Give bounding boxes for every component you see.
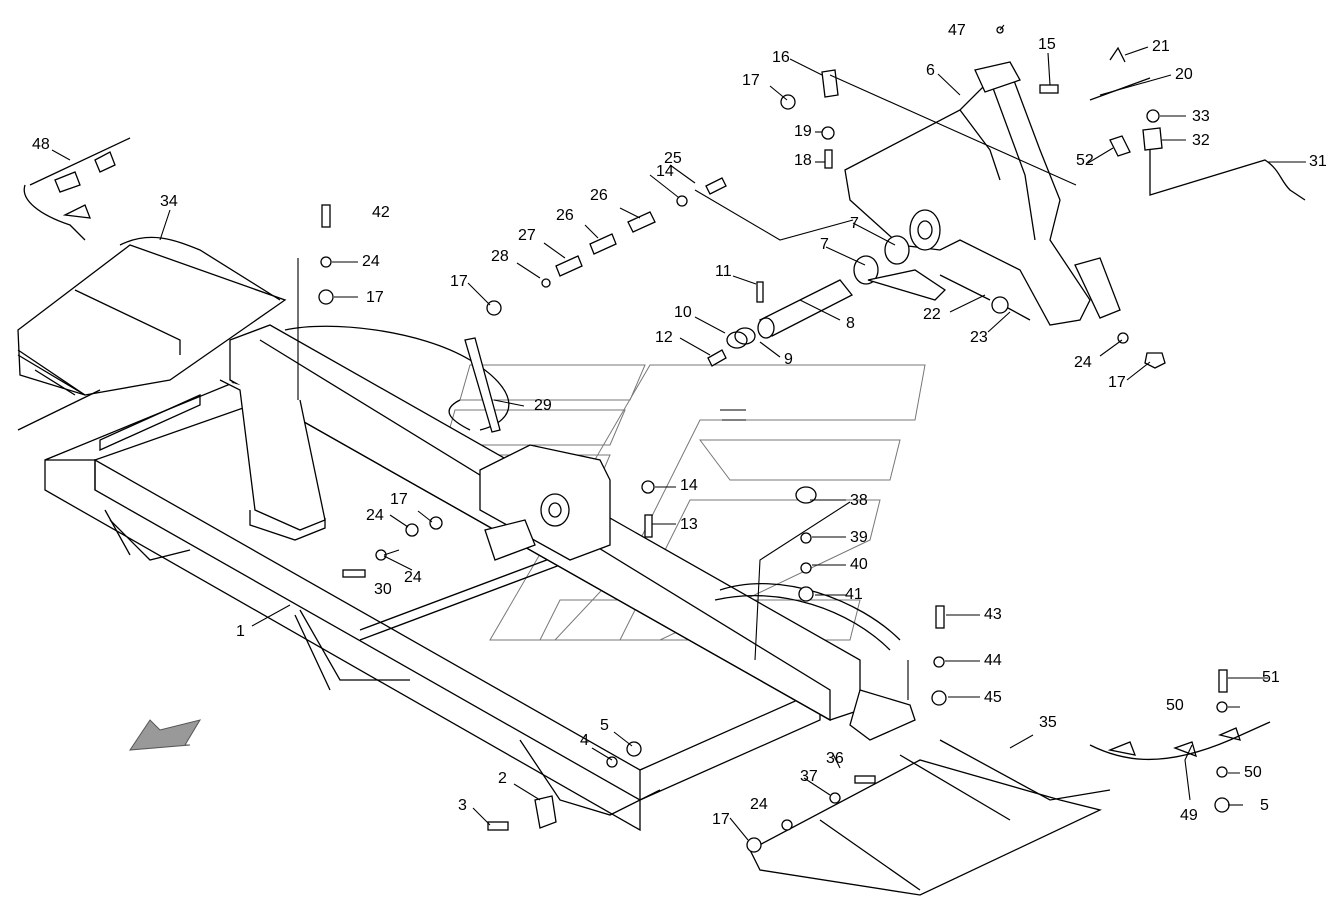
callout-1: 1	[236, 623, 245, 640]
callout-17d: 17	[390, 491, 408, 508]
callout-32: 32	[1192, 132, 1210, 149]
callout-5b: 5	[1260, 797, 1269, 814]
callout-16: 16	[772, 49, 790, 66]
callout-24a: 24	[362, 253, 380, 270]
callout-45: 45	[984, 689, 1002, 706]
callout-41: 41	[845, 586, 863, 603]
callout-17a: 17	[742, 72, 760, 89]
left-shield	[17, 137, 287, 431]
callout-38: 38	[850, 492, 868, 509]
callout-28: 28	[491, 248, 509, 265]
callout-33: 33	[1192, 108, 1210, 125]
callout-17b: 17	[450, 273, 468, 290]
callout-31: 31	[1309, 153, 1327, 170]
callout-6: 6	[926, 62, 935, 79]
callout-14b: 14	[680, 477, 698, 494]
callout-42: 42	[372, 204, 390, 221]
callout-27: 27	[518, 227, 536, 244]
callout-26b: 26	[556, 207, 574, 224]
callout-29: 29	[534, 397, 552, 414]
callout-19: 19	[794, 123, 812, 140]
leader-lines	[51, 24, 1306, 841]
callout-3: 3	[458, 797, 467, 814]
callout-36: 36	[826, 750, 844, 767]
callout-20: 20	[1175, 66, 1193, 83]
callout-50b: 50	[1244, 764, 1262, 781]
callout-24b: 24	[366, 507, 384, 524]
callout-23: 23	[970, 329, 988, 346]
bracket-parts	[486, 177, 727, 316]
callout-7b: 7	[820, 236, 829, 253]
callout-48: 48	[32, 136, 50, 153]
callout-18: 18	[794, 152, 812, 169]
callout-21: 21	[1152, 38, 1170, 55]
shaft-assembly	[707, 235, 1031, 367]
callout-11: 11	[715, 263, 732, 280]
fasteners	[318, 26, 1230, 853]
callout-8: 8	[846, 315, 855, 332]
callout-9: 9	[784, 351, 793, 368]
callout-7a: 7	[850, 215, 859, 232]
callout-10: 10	[674, 304, 692, 321]
callout-12: 12	[655, 329, 673, 346]
headstock-arm	[844, 61, 1121, 326]
callout-49: 49	[1180, 807, 1198, 824]
callout-13: 13	[680, 516, 698, 533]
callout-17c: 17	[366, 289, 384, 306]
callout-44: 44	[984, 652, 1002, 669]
callout-15: 15	[1038, 36, 1056, 53]
callout-24e: 24	[750, 796, 768, 813]
callout-5: 5	[600, 717, 609, 734]
callout-2: 2	[498, 770, 507, 787]
callout-47: 47	[948, 22, 966, 39]
callout-4: 4	[580, 732, 589, 749]
main-frame	[44, 324, 916, 832]
callout-24d: 24	[1074, 354, 1092, 371]
right-shield	[749, 721, 1271, 896]
callout-25: 25	[664, 150, 682, 167]
callout-24c: 24	[404, 569, 422, 586]
callout-52: 52	[1076, 152, 1094, 169]
callout-50a: 50	[1166, 697, 1184, 714]
callout-14a: 14	[656, 163, 674, 180]
callout-17e: 17	[1108, 374, 1126, 391]
callout-40: 40	[850, 556, 868, 573]
lever-rod	[1089, 46, 1306, 201]
callout-26a: 26	[590, 187, 608, 204]
center-housing	[464, 337, 611, 561]
callout-43: 43	[984, 606, 1002, 623]
callout-34: 34	[160, 193, 178, 210]
callout-22: 22	[923, 306, 941, 323]
callout-17f: 17	[712, 811, 730, 828]
callout-35: 35	[1039, 714, 1057, 731]
direction-arrow-icon	[129, 719, 202, 751]
callout-37: 37	[800, 768, 818, 785]
callout-30: 30	[374, 581, 392, 598]
callout-39: 39	[850, 529, 868, 546]
callout-51: 51	[1262, 669, 1280, 686]
